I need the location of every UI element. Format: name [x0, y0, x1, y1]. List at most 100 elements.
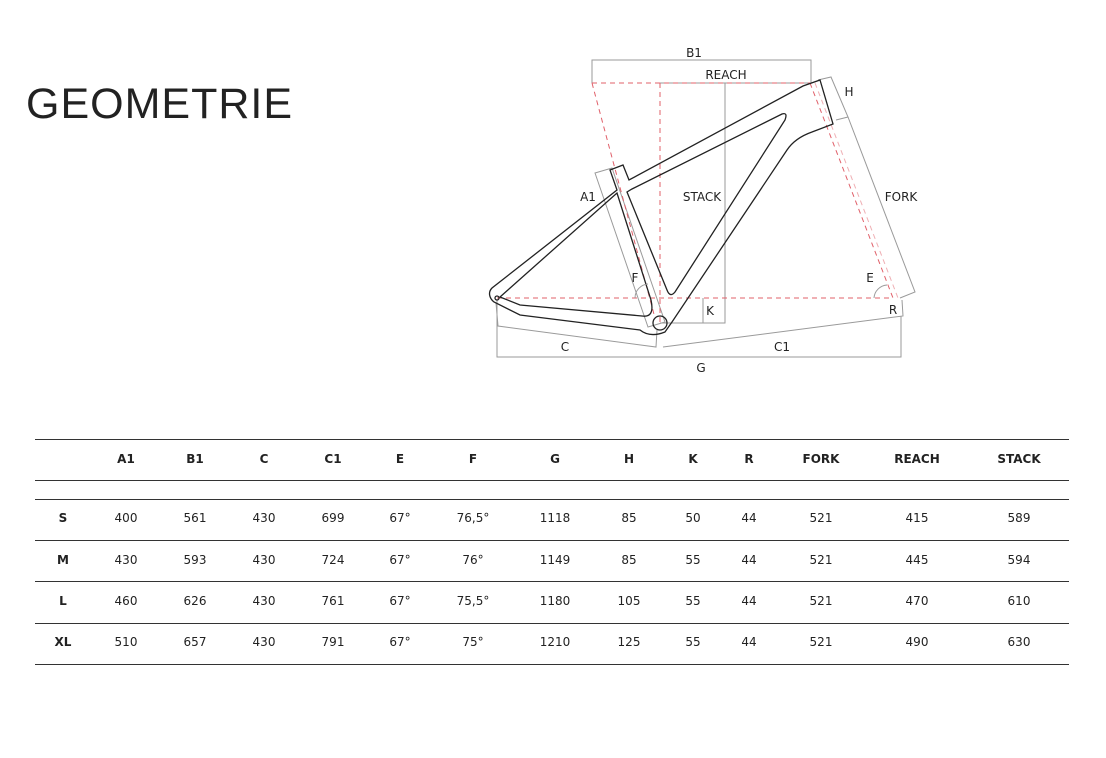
table-cell: 55 [685, 553, 701, 567]
table-cell: 76° [462, 553, 484, 567]
column-header: B1 [186, 452, 204, 466]
geometry-center-lines [497, 82, 899, 326]
table-cell: 67° [389, 553, 411, 567]
table-cell: 589 [1007, 511, 1031, 525]
table-divider [35, 480, 1069, 481]
table-cell: 400 [114, 511, 138, 525]
table-cell: 430 [252, 635, 276, 649]
table-cell: 1149 [539, 553, 571, 567]
table-cell: 415 [905, 511, 929, 525]
frame-inner-rear [498, 191, 653, 317]
table-cell: 699 [321, 511, 345, 525]
table-cell: 521 [809, 553, 833, 567]
table-cell: 44 [741, 635, 757, 649]
table-cell: 85 [621, 553, 637, 567]
table-cell: 630 [1007, 635, 1031, 649]
table-divider [35, 623, 1069, 624]
table-cell: 1210 [539, 635, 571, 649]
angle-arcs [634, 283, 888, 299]
table-cell: 460 [114, 594, 138, 608]
h-bracket [817, 76, 849, 121]
table-cell: 55 [685, 594, 701, 608]
size-label: M [57, 553, 69, 567]
table-cell: 594 [1007, 553, 1031, 567]
table-cell: 430 [114, 553, 138, 567]
table-cell: 445 [905, 553, 929, 567]
label-b1: B1 [686, 46, 702, 60]
diagram-labels: B1 REACH H A1 STACK FORK F E K R C C1 G [561, 46, 919, 375]
table-cell: 521 [809, 594, 833, 608]
column-header: G [550, 452, 560, 466]
table-cell: 44 [741, 594, 757, 608]
fork-bracket [847, 116, 916, 299]
table-cell: 67° [389, 511, 411, 525]
column-header: C [259, 452, 269, 466]
label-k: K [706, 304, 715, 318]
table-cell: 76,5° [456, 511, 490, 525]
column-header: REACH [894, 452, 940, 466]
table-cell: 1180 [539, 594, 571, 608]
label-g: G [696, 361, 705, 375]
table-cell: 85 [621, 511, 637, 525]
size-label: S [58, 511, 68, 525]
table-cell: 1118 [539, 511, 571, 525]
column-header: F [468, 452, 478, 466]
b1-bracket [591, 59, 812, 83]
table-cell: 67° [389, 635, 411, 649]
column-header: STACK [997, 452, 1041, 466]
table-cell: 626 [183, 594, 207, 608]
frame-inner-front [626, 112, 787, 296]
label-e: E [866, 271, 874, 285]
column-header: H [623, 452, 635, 466]
table-cell: 105 [617, 594, 641, 608]
table-divider [35, 499, 1069, 500]
frame-outline [488, 79, 834, 336]
column-header: C1 [324, 452, 342, 466]
table-cell: 44 [741, 511, 757, 525]
table-cell: 791 [321, 635, 345, 649]
table-cell: 724 [321, 553, 345, 567]
table-cell: 50 [685, 511, 701, 525]
table-divider [35, 664, 1069, 665]
table-cell: 521 [809, 511, 833, 525]
bike-frame [488, 79, 834, 336]
label-r: R [889, 303, 897, 317]
table-cell: 593 [183, 553, 207, 567]
column-header: K [688, 452, 698, 466]
table-cell: 430 [252, 511, 276, 525]
bottom-bracket-icon [652, 315, 668, 331]
table-cell: 125 [617, 635, 641, 649]
table-cell: 75° [462, 635, 484, 649]
table-cell: 490 [905, 635, 929, 649]
a1-bracket [594, 167, 666, 328]
label-reach: REACH [705, 68, 746, 82]
label-f: F [632, 271, 639, 285]
column-header: E [395, 452, 405, 466]
column-header: A1 [117, 452, 135, 466]
table-cell: 44 [741, 553, 757, 567]
size-label: L [59, 594, 67, 608]
table-cell: 521 [809, 635, 833, 649]
table-cell: 430 [252, 553, 276, 567]
table-cell: 657 [183, 635, 207, 649]
label-c: C [561, 340, 569, 354]
label-fork: FORK [885, 190, 919, 204]
label-stack: STACK [683, 190, 722, 204]
table-divider [35, 540, 1069, 541]
table-cell: 75,5° [456, 594, 490, 608]
table-cell: 67° [389, 594, 411, 608]
table-cell: 761 [321, 594, 345, 608]
c1-bracket [662, 299, 904, 348]
table-cell: 430 [252, 594, 276, 608]
frame-geometry-diagram: B1 REACH H A1 STACK FORK F E K R C C1 G [488, 46, 919, 375]
page-title: GEOMETRIE [26, 80, 294, 128]
rear-axle-icon [494, 295, 500, 301]
label-c1: C1 [774, 340, 790, 354]
table-cell: 55 [685, 635, 701, 649]
table-divider [35, 439, 1069, 440]
table-divider [35, 581, 1069, 582]
measurement-guides [495, 59, 916, 358]
table-cell: 561 [183, 511, 207, 525]
column-header: FORK [802, 452, 840, 466]
table-cell: 470 [905, 594, 929, 608]
